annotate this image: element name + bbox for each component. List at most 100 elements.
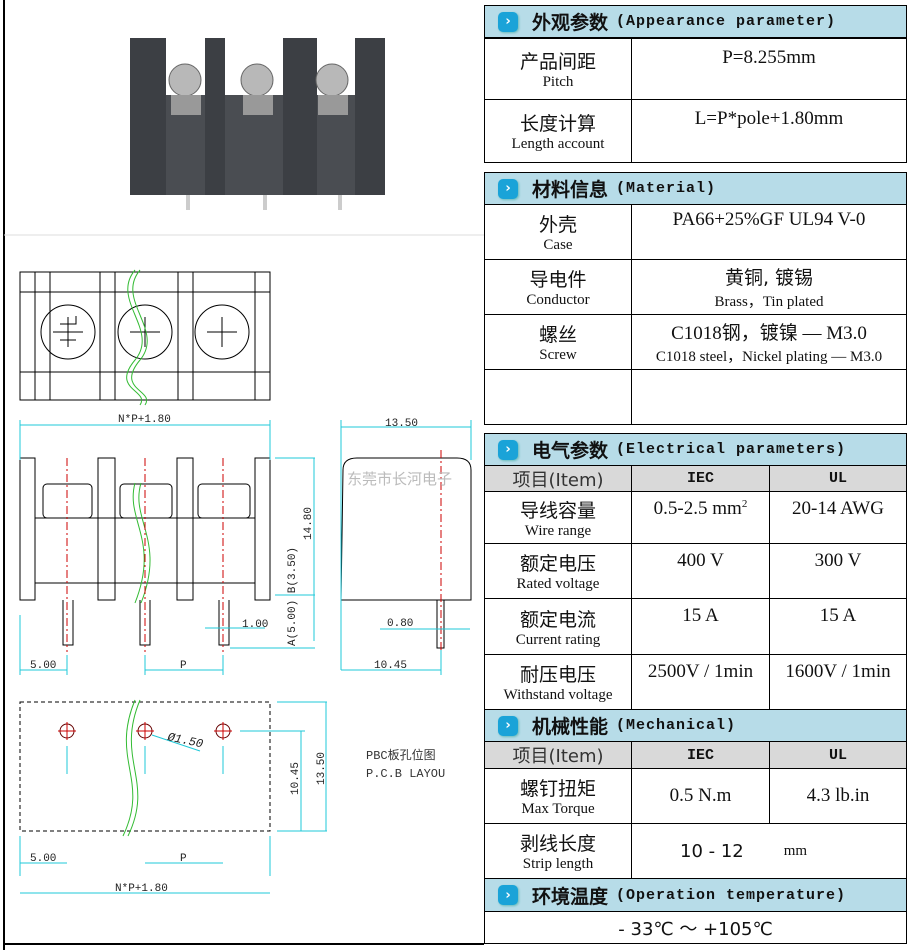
label-zh: 长度计算: [519, 113, 596, 135]
dim-pcb-row: 10.45: [290, 762, 302, 795]
label-en: Wire range: [524, 522, 592, 539]
watermark: 东莞市长河电子: [347, 471, 452, 489]
arrow-icon: ›: [498, 439, 518, 460]
section-electrical: ›电气参数(Electrical parameters): [484, 433, 907, 466]
dim-pitch: P: [180, 660, 187, 672]
strip-range: 10 - 12: [680, 840, 744, 862]
ul-header: UL: [769, 465, 907, 492]
case-value: PA66+25%GF UL94 V-0: [631, 204, 907, 260]
label-zh: 螺丝: [538, 324, 577, 346]
dim-depth: 13.50: [385, 418, 418, 430]
label-zh: 导电件: [529, 269, 587, 291]
iec-text: 0.5-2.5 mm: [653, 498, 742, 519]
label-zh: 耐压电压: [519, 664, 596, 686]
iec-text: 2500V / 1min: [647, 661, 754, 682]
item-header: 项目(Item): [484, 465, 632, 492]
torque-ul: 4.3 lb.in: [769, 768, 907, 824]
label-zh: 螺钉扭矩: [519, 778, 596, 800]
dim-height: 14.80: [303, 507, 315, 540]
pcb-label-zh: PBC板孔位图: [366, 747, 436, 763]
iec-header: IEC: [631, 741, 770, 769]
section-title: 机械性能: [532, 716, 609, 738]
arrow-icon: ›: [498, 715, 518, 736]
empty-cell: [631, 369, 907, 425]
temperature-value: - 33℃ ～ +105℃: [484, 911, 907, 944]
section-subtitle: (Appearance parameter): [616, 13, 837, 30]
label-en: Current rating: [515, 631, 601, 648]
label-en: Max Torque: [521, 801, 595, 817]
electrical-ul-value: 1600V / 1min: [769, 654, 907, 710]
section-material: ›材料信息(Material): [484, 172, 907, 205]
value-en: C1018 steel，Nickel plating — M3.0: [655, 349, 883, 365]
drawing-panel: N*P+1.80 13.50 14.80 1.00 A(5.00) B(3.50…: [3, 0, 484, 950]
iec-text: 15 A: [682, 605, 719, 626]
electrical-iec-value: 2500V / 1min: [631, 654, 770, 710]
section-subtitle: (Mechanical): [616, 717, 737, 734]
torque-iec: 0.5 N.m: [631, 768, 770, 824]
label-zh: 额定电流: [519, 608, 596, 631]
dim-first-pin: 5.00: [30, 660, 56, 672]
section-subtitle: (Operation temperature): [616, 886, 847, 904]
pcb-label-en: P.C.B LAYOU: [366, 767, 445, 781]
label-zh: 导线容量: [519, 499, 596, 522]
section-title: 外观参数: [532, 12, 609, 34]
iec-text: 400 V: [677, 550, 724, 571]
section-title: 环境温度: [532, 885, 609, 908]
label-en: Screw: [539, 347, 577, 363]
label-zh: 外壳: [538, 214, 577, 236]
length-value: L=P*pole+1.80mm: [631, 99, 907, 163]
strip-value: 10 - 12 mm: [631, 823, 907, 879]
section-environment: › 环境温度 (Operation temperature): [484, 878, 907, 912]
dim-hole: Ø1.50: [165, 730, 204, 751]
label-zh: 剥线长度: [519, 833, 596, 855]
label-en: Conductor: [526, 292, 590, 308]
dim-pin-length: A(5.00) B(3.50): [287, 547, 299, 646]
section-mechanical: › 机械性能 (Mechanical): [484, 709, 907, 742]
empty-cell: [484, 369, 632, 425]
dim-pcb-pitch: P: [180, 853, 187, 865]
front-view: N*P+1.80 13.50 14.80 1.00 A(5.00) B(3.50…: [19, 414, 472, 675]
dim-pin-width: 1.00: [242, 619, 268, 631]
value-zh: 黄铜, 镀锡: [724, 267, 814, 289]
strip-unit: mm: [783, 842, 808, 859]
label-zh: 产品间距: [519, 51, 596, 73]
iec-header: IEC: [631, 465, 770, 492]
section-title: 材料信息: [532, 179, 609, 201]
dim-overall: N*P+1.80: [118, 414, 171, 426]
value-zh: C1018钢，镀镍 — M3.0: [671, 323, 867, 344]
dim-pcb-overall: N*P+1.80: [115, 883, 168, 895]
electrical-ul-value: 15 A: [769, 598, 907, 655]
top-view: [19, 269, 271, 406]
label-en: Length account: [511, 136, 605, 152]
label-zh: 额定电压: [519, 553, 596, 575]
arrow-icon: ›: [498, 885, 518, 905]
electrical-ul-value: 300 V: [769, 543, 907, 599]
dim-pin-thickness: 0.80: [387, 618, 413, 630]
electrical-ul-value: 20-14 AWG: [769, 491, 907, 544]
technical-drawing: N*P+1.80 13.50 14.80 1.00 A(5.00) B(3.50…: [3, 0, 484, 950]
section-appearance: › 外观参数 (Appearance parameter): [484, 5, 907, 38]
electrical-iec-value: 15 A: [631, 598, 770, 655]
arrow-icon: ›: [498, 11, 518, 32]
item-header: 项目(Item): [484, 741, 632, 769]
product-photo: [130, 38, 385, 210]
dim-pin-offset: 10.45: [374, 660, 407, 672]
dim-pcb-first: 5.00: [30, 853, 56, 865]
section-subtitle: (Electrical parameters): [616, 441, 847, 458]
pcb-layout: Ø1.50 10.45 13.50 5.00 P N*P+1.80 PBC板孔位…: [19, 699, 445, 895]
ul-header: UL: [769, 741, 907, 769]
